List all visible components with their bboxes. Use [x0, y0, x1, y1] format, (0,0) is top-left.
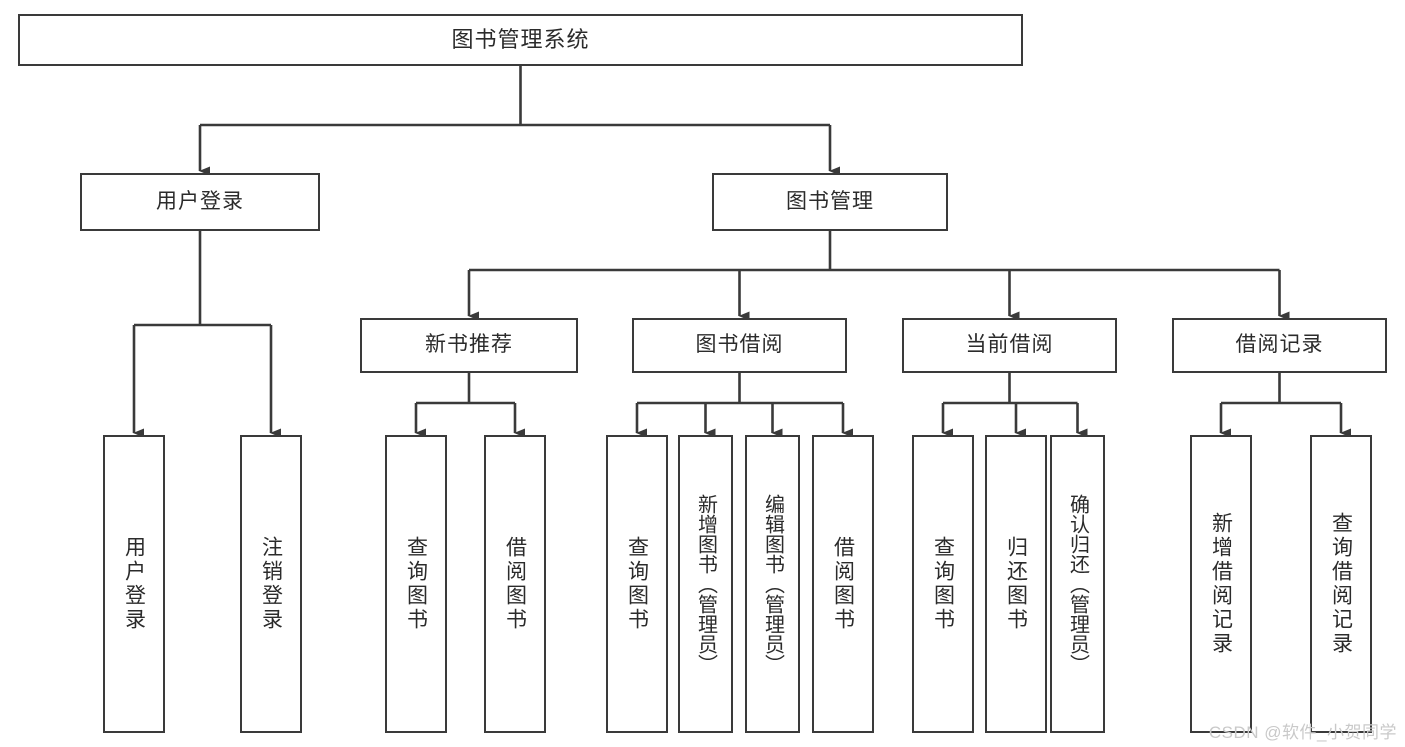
tree-connectors — [132, 66, 1351, 438]
node-borrow-record[interactable]: 借阅记录 — [1172, 318, 1387, 373]
node-current-borrow[interactable]: 当前借阅 — [902, 318, 1117, 373]
node-leaf-query-book-3[interactable]: 查询图书 — [912, 435, 974, 733]
node-leaf-confirm-return-label: 确认归还（管理员） — [1066, 494, 1089, 674]
node-leaf-query-record-label: 查询借阅记录 — [1329, 512, 1353, 656]
node-leaf-query-book-2-label: 查询图书 — [625, 536, 649, 632]
node-leaf-logout-label: 注销登录 — [259, 536, 283, 632]
node-leaf-borrow-book-2[interactable]: 借阅图书 — [812, 435, 874, 733]
node-leaf-logout[interactable]: 注销登录 — [240, 435, 302, 733]
node-user-login[interactable]: 用户登录 — [80, 173, 320, 231]
node-leaf-add-record[interactable]: 新增借阅记录 — [1190, 435, 1252, 733]
node-root[interactable]: 图书管理系统 — [18, 14, 1023, 66]
node-book-borrow[interactable]: 图书借阅 — [632, 318, 847, 373]
node-root-label: 图书管理系统 — [451, 27, 590, 53]
node-leaf-user-login[interactable]: 用户登录 — [103, 435, 165, 733]
node-leaf-confirm-return[interactable]: 确认归还（管理员） — [1050, 435, 1105, 733]
node-leaf-borrow-book-2-label: 借阅图书 — [831, 536, 855, 632]
csdn-watermark: CSDN @软件_小贺同学 — [1208, 723, 1397, 742]
node-leaf-edit-book[interactable]: 编辑图书（管理员） — [745, 435, 800, 733]
node-new-book-recommend-label: 新书推荐 — [425, 333, 513, 357]
node-book-manage[interactable]: 图书管理 — [712, 173, 948, 231]
node-leaf-user-login-label: 用户登录 — [122, 536, 146, 632]
node-leaf-add-record-label: 新增借阅记录 — [1209, 512, 1233, 656]
node-leaf-return-book-label: 归还图书 — [1004, 536, 1028, 632]
node-leaf-edit-book-label: 编辑图书（管理员） — [761, 494, 784, 674]
node-leaf-add-book-label: 新增图书（管理员） — [694, 494, 717, 674]
node-leaf-query-book-3-label: 查询图书 — [931, 536, 955, 632]
node-leaf-return-book[interactable]: 归还图书 — [985, 435, 1047, 733]
node-current-borrow-label: 当前借阅 — [965, 333, 1054, 357]
node-leaf-borrow-book-1[interactable]: 借阅图书 — [484, 435, 546, 733]
node-new-book-recommend[interactable]: 新书推荐 — [360, 318, 578, 373]
node-leaf-query-book-1[interactable]: 查询图书 — [385, 435, 447, 733]
node-borrow-record-label: 借阅记录 — [1235, 333, 1324, 357]
node-leaf-query-book-1-label: 查询图书 — [404, 536, 428, 632]
node-user-login-label: 用户登录 — [156, 189, 244, 213]
node-leaf-add-book[interactable]: 新增图书（管理员） — [678, 435, 733, 733]
node-book-borrow-label: 图书借阅 — [695, 333, 784, 357]
node-leaf-borrow-book-1-label: 借阅图书 — [503, 536, 527, 632]
node-book-manage-label: 图书管理 — [786, 189, 874, 213]
node-leaf-query-record[interactable]: 查询借阅记录 — [1310, 435, 1372, 733]
node-leaf-query-book-2[interactable]: 查询图书 — [606, 435, 668, 733]
